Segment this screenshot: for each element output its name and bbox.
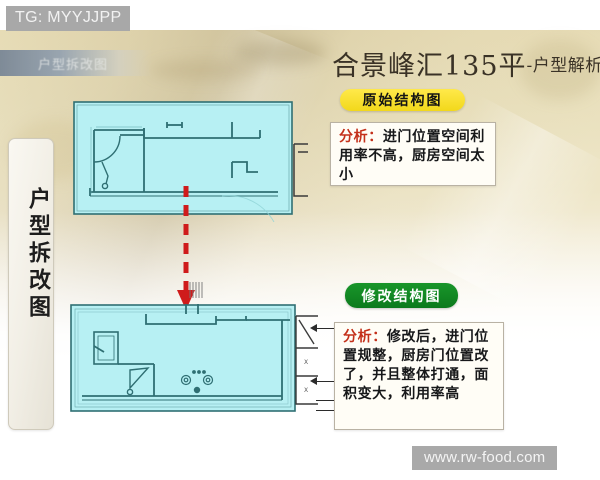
hatch-marks (188, 282, 204, 298)
note-original-text: 进门位置空间利用率不高，厨房空间太小 (339, 129, 486, 183)
paper-smudge (150, 60, 260, 80)
side-tab-label: 户型拆改图 (25, 187, 50, 322)
callout-line-bottom (316, 400, 334, 401)
plan-area-fill (71, 305, 295, 411)
note-modified: 分析：修改后，进门位置规整，厨房门位置改了，并且整体打通，面积变大，利用率高 (334, 322, 504, 430)
flow-arrow-red-dashed (176, 186, 196, 312)
svg-text:X: X (304, 359, 308, 366)
note-modified-label: 分析： (343, 329, 387, 345)
callout-arrow-top (310, 324, 317, 332)
paper-smudge (236, 40, 326, 66)
faded-banner: 户型拆改图 (0, 50, 152, 76)
callout-line-bottom2 (316, 410, 334, 411)
page-title-main: 合景峰汇135平 (332, 51, 527, 82)
side-tab: 户型拆改图 (8, 138, 54, 430)
paper-smudge (520, 40, 600, 100)
original-floor-plan (72, 100, 308, 222)
badge-original-structure: 原始结构图 (340, 89, 465, 111)
note-original-label: 分析： (339, 129, 383, 145)
badge-original-label: 原始结构图 (362, 93, 443, 109)
tg-tag: TG: MYYJJPP (6, 6, 131, 31)
page-title-sub: -户型解析 (526, 56, 600, 76)
svg-text:X: X (304, 387, 308, 394)
callout-line-mid (316, 381, 334, 382)
original-plan-linework (73, 101, 308, 222)
modified-plan-linework: X X (70, 304, 318, 412)
badge-modified-label: 修改结构图 (361, 288, 442, 305)
badge-modified-structure: 修改结构图 (345, 283, 458, 308)
note-modified-text: 修改后，进门位置规整，厨房门位置改了，并且整体打通，面积变大，利用率高 (343, 329, 490, 402)
faded-banner-label: 户型拆改图 (38, 57, 109, 72)
modified-floor-plan: X X (68, 302, 318, 420)
watermark: www.rw-food.com (412, 446, 558, 470)
callout-arrow-mid (310, 377, 317, 385)
page-title: 合景峰汇135平-户型解析 (332, 44, 600, 86)
plan-area-fill (74, 102, 292, 214)
callout-line-top (316, 328, 334, 329)
note-original: 分析：进门位置空间利用率不高，厨房空间太小 (330, 122, 496, 186)
